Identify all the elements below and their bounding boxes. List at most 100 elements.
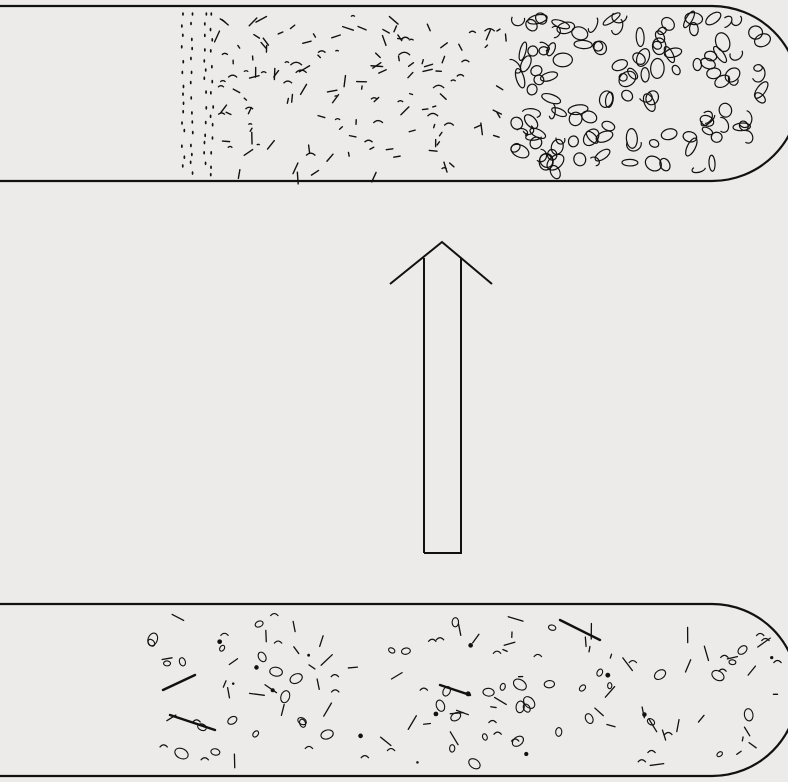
speckle-dash xyxy=(324,703,332,716)
speckle-dash xyxy=(250,76,259,78)
speckle-dash xyxy=(162,658,172,660)
speckle-dot xyxy=(204,134,206,138)
speckle-curl xyxy=(257,144,260,145)
speckle-dot xyxy=(205,162,207,166)
speckle-dash xyxy=(222,141,229,142)
speckle-dash xyxy=(340,127,343,130)
speckle-dash xyxy=(394,26,397,32)
speckle-dash xyxy=(172,614,184,620)
speckle-dot xyxy=(183,129,185,133)
speckle-ring xyxy=(710,668,726,682)
speckle-curl xyxy=(756,633,764,636)
speckle-ring xyxy=(578,684,587,693)
speckle-dot xyxy=(434,712,439,717)
speckle-dash xyxy=(649,719,657,732)
top-tube-sparse-dots xyxy=(181,12,214,176)
speckle-dash xyxy=(287,98,288,103)
speckle-stroke xyxy=(560,620,600,640)
speckle-ring xyxy=(568,135,579,147)
speckle-dash xyxy=(244,98,246,100)
speckle-curl xyxy=(335,119,340,120)
speckle-curl xyxy=(629,661,637,664)
speckle-dash xyxy=(265,685,276,693)
speckle-ring xyxy=(622,159,638,166)
speckle-dot xyxy=(181,71,183,75)
speckle-dash xyxy=(424,723,431,724)
upward-arrow xyxy=(390,242,492,553)
speckle-dot xyxy=(358,734,363,739)
speckle-dot xyxy=(217,639,222,644)
speckle-dash xyxy=(459,44,462,50)
speckle-dot xyxy=(183,101,185,105)
speckle-ring xyxy=(483,688,495,697)
speckle-curl xyxy=(451,80,456,81)
speckle-dash xyxy=(434,124,435,127)
speckle-ring xyxy=(729,659,736,664)
speckle-ring xyxy=(252,730,260,738)
speckle-dash xyxy=(303,41,311,43)
speckle-dot xyxy=(210,115,212,119)
speckle-dash xyxy=(409,130,415,132)
speckle-curl xyxy=(494,732,502,735)
speckle-dot xyxy=(204,22,206,26)
speckle-dot xyxy=(192,12,194,16)
speckle-dot xyxy=(605,673,610,678)
speckle-dot xyxy=(211,80,213,84)
speckle-ring xyxy=(401,647,411,655)
speckle-ring xyxy=(660,127,678,141)
speckle-ring xyxy=(257,651,268,663)
speckle-dot xyxy=(307,654,310,657)
speckle-dot xyxy=(181,121,183,125)
speckle-dash xyxy=(494,135,500,137)
speckle-dot xyxy=(211,65,213,69)
speckle-dot xyxy=(191,153,193,157)
speckle-ring xyxy=(611,58,629,73)
speckle-dot xyxy=(210,151,212,155)
speckle-dash xyxy=(440,132,442,135)
speckle-dot xyxy=(203,151,205,155)
speckle-ring xyxy=(641,92,658,113)
speckle-ring xyxy=(219,644,226,652)
speckle-arc xyxy=(739,111,752,128)
speckle-dash xyxy=(389,17,398,25)
speckle-dash xyxy=(297,172,298,184)
speckle-dash xyxy=(607,724,615,726)
speckle-arc xyxy=(691,165,706,174)
speckle-arc xyxy=(548,24,563,39)
speckle-curl xyxy=(270,614,278,617)
speckle-dash xyxy=(440,94,446,99)
speckle-dash xyxy=(422,109,427,110)
speckle-dot xyxy=(192,131,194,135)
speckle-dash xyxy=(748,666,755,675)
speckle-dot xyxy=(204,34,206,38)
speckle-dash xyxy=(370,147,374,149)
speckle-ring xyxy=(518,41,529,61)
speckle-ring xyxy=(452,618,459,627)
speckle-ring xyxy=(210,748,220,756)
speckle-ring xyxy=(713,31,732,54)
speckle-dash xyxy=(320,636,323,647)
speckle-dash xyxy=(376,53,381,57)
speckle-dash xyxy=(382,36,386,46)
speckle-dash xyxy=(238,170,240,179)
speckle-ring xyxy=(548,624,557,631)
speckle-dash xyxy=(401,107,409,115)
speckle-ring xyxy=(626,67,640,81)
speckle-dash xyxy=(248,108,251,114)
speckle-ring xyxy=(580,109,598,125)
speckle-dash xyxy=(321,655,332,666)
speckle-dash xyxy=(408,72,413,77)
speckle-dot xyxy=(271,688,275,692)
speckle-curl xyxy=(409,39,414,40)
speckle-curl xyxy=(218,86,224,87)
speckle-dot xyxy=(203,59,205,63)
speckle-ring xyxy=(608,683,612,689)
speckle-curl xyxy=(420,688,428,691)
speckle-dash xyxy=(294,647,299,654)
speckle-dash xyxy=(486,30,490,40)
speckle-curl xyxy=(638,760,646,763)
speckle-curl xyxy=(201,758,209,761)
speckle-curl xyxy=(664,732,672,735)
